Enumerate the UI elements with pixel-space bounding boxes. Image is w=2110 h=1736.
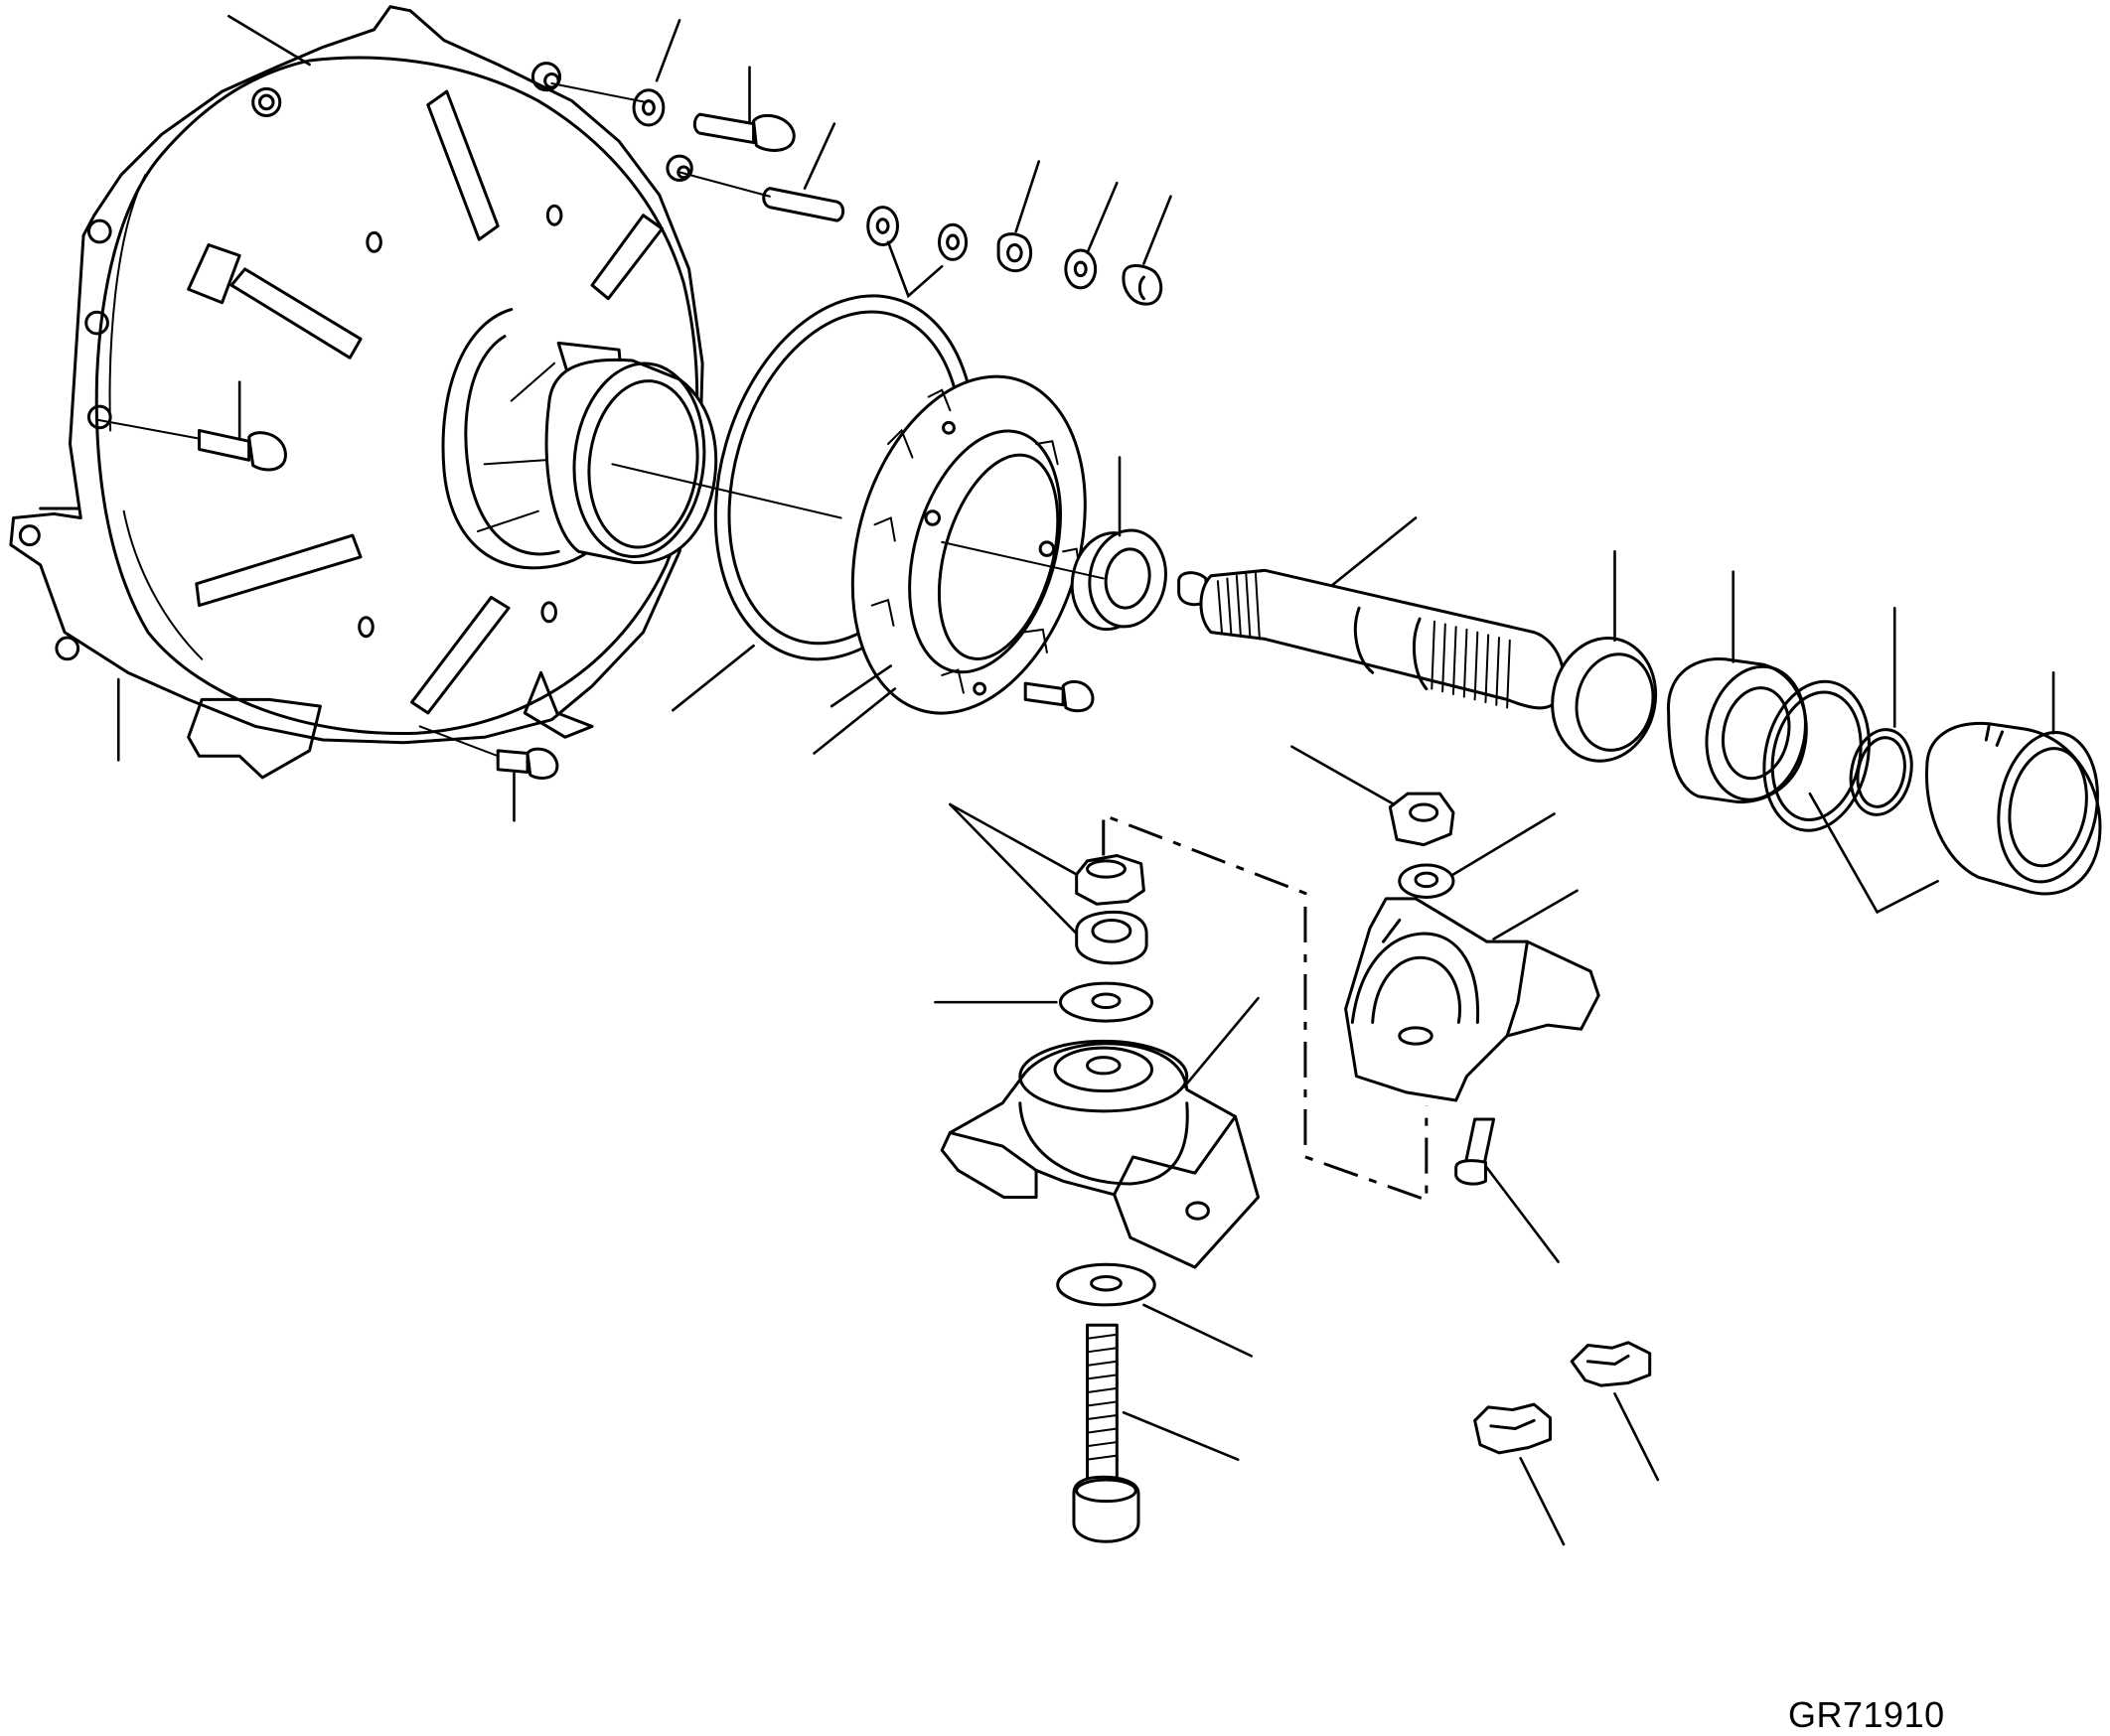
nut: [1077, 794, 1453, 963]
mount-bracket: [1346, 899, 1599, 1100]
drawing-code: GR71910: [1788, 1694, 1945, 1735]
housing-bolt: [200, 114, 1093, 778]
center-lines: [97, 83, 1427, 1200]
washer-set-top: [634, 90, 1161, 304]
splined-shaft: [1179, 570, 1564, 708]
clip: [1475, 1343, 1650, 1453]
washer: [1058, 865, 1453, 1305]
snap-ring: [1751, 671, 1919, 840]
flywheel-housing: [11, 7, 716, 778]
coupling-sleeve: [1926, 723, 2108, 893]
dowel-pin: [764, 189, 843, 221]
leader-lines: [41, 16, 2053, 1544]
mount-bolt: [1074, 1325, 1138, 1541]
bearing-retainer-plate: [816, 349, 1123, 741]
small-bolt: [1456, 1119, 1494, 1184]
engine-mount: [942, 1041, 1258, 1267]
